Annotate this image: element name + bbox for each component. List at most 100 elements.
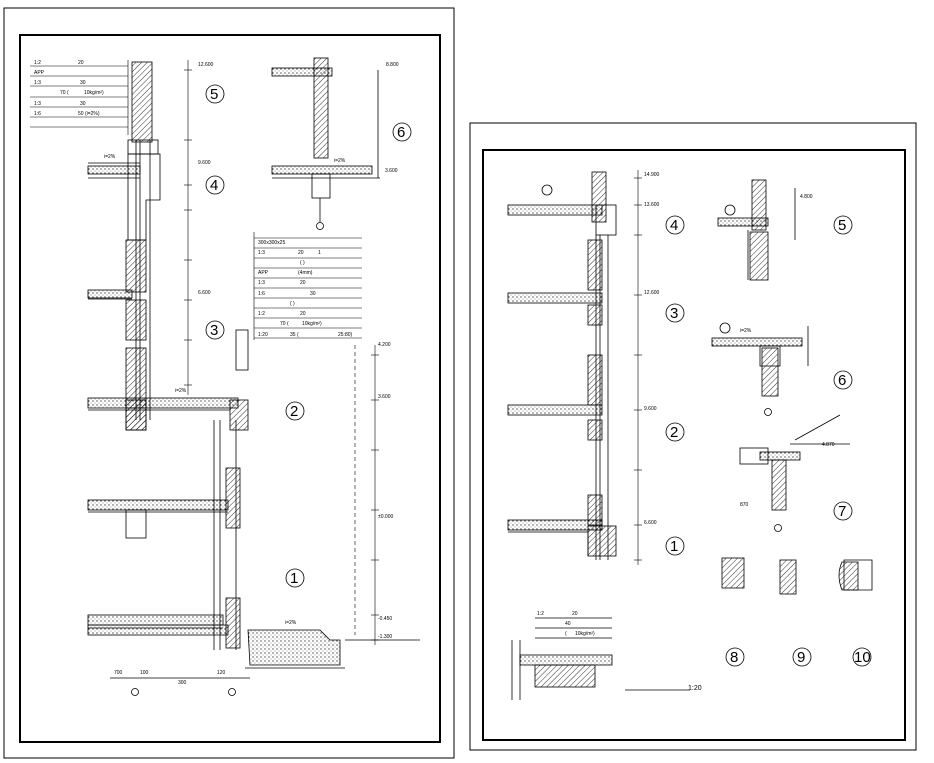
r-callout-3: 3 bbox=[670, 305, 678, 322]
elevation-5: ±0.000 bbox=[378, 514, 393, 520]
r-slope-label: i=2% bbox=[740, 328, 752, 334]
r-callout-7: 7 bbox=[838, 503, 846, 520]
elevation-6: -0.450 bbox=[378, 616, 392, 622]
note-mid-8: 1:3 bbox=[258, 280, 265, 286]
r-callout-9: 9 bbox=[797, 649, 805, 666]
note-mid-12: ( ) bbox=[290, 301, 295, 307]
note-top-10: 1:6 bbox=[34, 111, 41, 117]
r-note-1: 1:2 bbox=[537, 611, 544, 617]
slope-label-3: i=2% bbox=[175, 388, 187, 394]
lower-wall bbox=[213, 329, 249, 650]
note-top-11: 50 (i=2%) bbox=[78, 111, 100, 117]
r-callout-4: 4 bbox=[670, 217, 678, 234]
callouts-right-main bbox=[541, 184, 685, 556]
notes-table-mid bbox=[253, 232, 362, 340]
r-scale: 1:20 bbox=[688, 685, 702, 692]
note-mid-15: 70 ( bbox=[280, 321, 289, 327]
elevation-8: 8.800 bbox=[386, 62, 399, 68]
note-top-3: APP bbox=[34, 70, 45, 76]
roof-slab bbox=[87, 162, 141, 179]
callout-2: 2 bbox=[290, 403, 298, 420]
r-callout-10: 10 bbox=[854, 649, 871, 666]
detail-6-section bbox=[271, 57, 380, 222]
right-sheet-inner-border bbox=[482, 149, 906, 741]
r-elevation-3: 12.600 bbox=[644, 290, 660, 296]
elevation-7: -1.300 bbox=[378, 634, 392, 640]
note-mid-1: 300x300x25 bbox=[258, 240, 285, 246]
right-dimension-chain bbox=[634, 170, 642, 565]
r-elevation-5: 6.600 bbox=[644, 520, 657, 526]
r-callout-8: 8 bbox=[730, 649, 738, 666]
callout-1: 1 bbox=[290, 570, 298, 587]
callouts-right-details bbox=[725, 215, 872, 667]
callout-5: 5 bbox=[210, 86, 218, 103]
note-top-5: 30 bbox=[80, 80, 86, 86]
details-8-9-10 bbox=[721, 557, 873, 595]
elevation-10: 3.600 bbox=[385, 168, 398, 174]
r-callout-5: 5 bbox=[838, 217, 846, 234]
note-top-9: 30 bbox=[80, 101, 86, 107]
right-sheet-outer-border bbox=[469, 122, 917, 751]
note-mid-5: ( ) bbox=[300, 260, 305, 266]
r-elevation-2: 13.600 bbox=[644, 202, 660, 208]
r-callout-1: 1 bbox=[670, 538, 678, 555]
dim-1: 700 bbox=[114, 670, 123, 676]
r-note-3: 40 bbox=[565, 621, 571, 627]
note-mid-2: 1:3 bbox=[258, 250, 265, 256]
r-dim-870: 870 bbox=[740, 502, 749, 508]
elevation-4: 3.600 bbox=[378, 394, 391, 400]
floor-slabs bbox=[87, 289, 239, 629]
detail-7 bbox=[739, 414, 850, 532]
elevation-1: 12.600 bbox=[198, 62, 214, 68]
dimension-chain-left bbox=[184, 60, 192, 395]
note-mid-7: (4mm) bbox=[298, 270, 313, 276]
bottom-floor-detail bbox=[511, 617, 690, 700]
note-top-2: 20 bbox=[78, 60, 84, 66]
left-sheet: 1:2 20 APP 1:3 30 70 ( 10kg/m²) 1:3 30 1… bbox=[3, 7, 455, 759]
note-top-4: 1:3 bbox=[34, 80, 41, 86]
note-mid-4: 1 bbox=[318, 250, 321, 256]
note-mid-3: 20 bbox=[298, 250, 304, 256]
note-mid-18: 35 ( bbox=[290, 332, 299, 338]
r-elevation-6: 4.800 bbox=[800, 194, 813, 200]
note-top-1: 1:2 bbox=[34, 60, 41, 66]
dim-3: 300 bbox=[178, 680, 187, 686]
slope-label-roof: i=2% bbox=[104, 154, 116, 160]
axis-markers bbox=[110, 222, 324, 696]
elevation-9: 4.200 bbox=[378, 342, 391, 348]
elevation-2: 9.600 bbox=[198, 160, 211, 166]
note-mid-16: 10kg/m²) bbox=[302, 321, 322, 327]
notes-table-top bbox=[30, 60, 129, 135]
dim-4: 120 bbox=[217, 670, 226, 676]
callouts-left bbox=[205, 84, 412, 588]
note-top-6: 70 ( bbox=[60, 90, 69, 96]
right-main-section bbox=[507, 171, 617, 560]
note-mid-13: 1:2 bbox=[258, 311, 265, 317]
note-mid-14: 20 bbox=[300, 311, 306, 317]
ground bbox=[87, 624, 420, 669]
r-note-4: ( bbox=[565, 631, 567, 637]
dimension-chain-right bbox=[371, 345, 379, 645]
r-callout-6: 6 bbox=[838, 372, 846, 389]
r-elevation-4: 9.600 bbox=[644, 406, 657, 412]
note-mid-11: 30 bbox=[310, 291, 316, 297]
callout-6: 6 bbox=[397, 124, 405, 141]
note-mid-6: APP bbox=[258, 270, 269, 276]
r-callout-2: 2 bbox=[670, 424, 678, 441]
left-sheet-inner-border bbox=[19, 34, 441, 743]
note-top-7: 10kg/m²) bbox=[84, 90, 104, 96]
right-sheet: 14.900 13.600 12.600 9.600 6.600 4 3 2 1… bbox=[469, 122, 917, 751]
slope-label-ground: i=2% bbox=[285, 620, 297, 626]
r-elevation-1: 14.900 bbox=[644, 172, 660, 178]
r-note-5: 10kg/m²) bbox=[575, 631, 595, 637]
note-mid-10: 1:6 bbox=[258, 291, 265, 297]
callout-4: 4 bbox=[210, 177, 218, 194]
note-mid-17: 1:20 bbox=[258, 332, 268, 338]
note-mid-19: 25:80) bbox=[338, 332, 353, 338]
note-mid-9: 20 bbox=[300, 280, 306, 286]
detail-6 bbox=[711, 322, 809, 416]
r-elevation-7: 4.870 bbox=[822, 442, 835, 448]
detail-5 bbox=[717, 179, 796, 281]
dim-2: 100 bbox=[140, 670, 149, 676]
